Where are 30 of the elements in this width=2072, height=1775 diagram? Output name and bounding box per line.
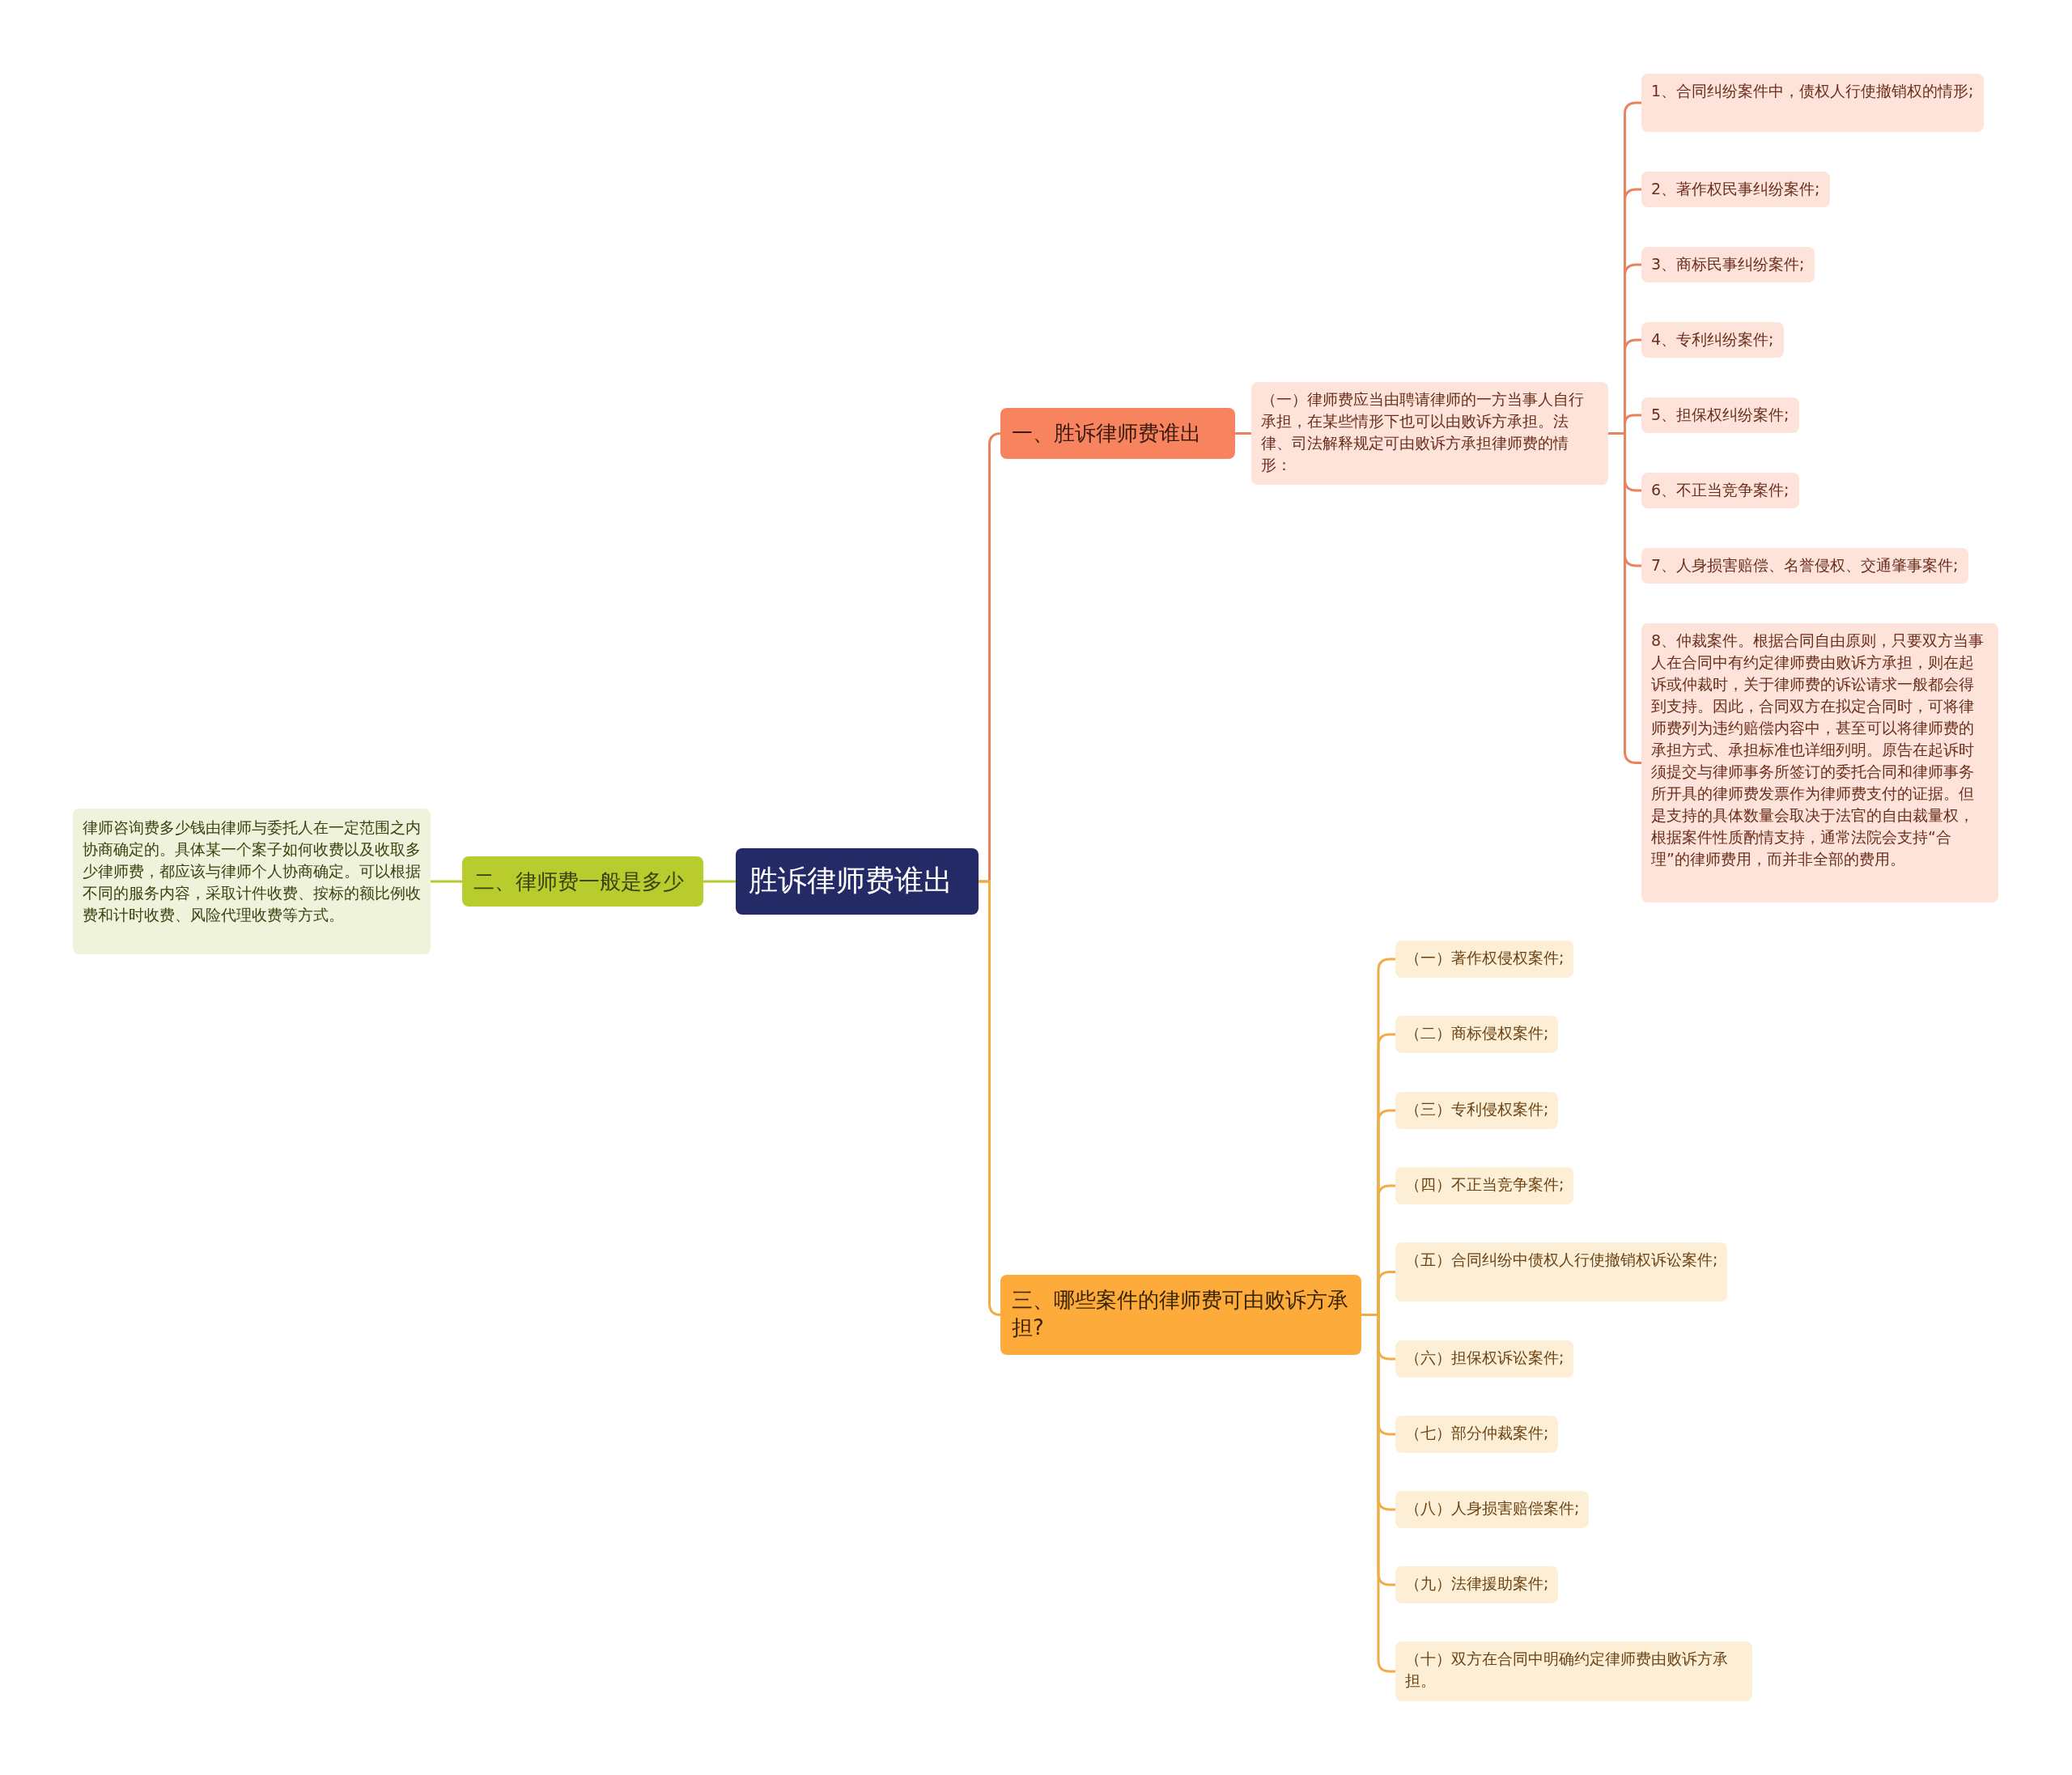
branch-topic: 一、胜诉律师费谁出 [1000, 408, 1235, 459]
subtopic-box: （六）担保权诉讼案件; [1395, 1340, 1574, 1378]
central-topic: 胜诉律师费谁出 [736, 848, 979, 915]
connector-line [1361, 1314, 1395, 1673]
subtopic-box: 6、不正当竞争案件; [1641, 473, 1799, 508]
subtopic-box: （十）双方在合同中明确约定律师费由败诉方承担。 [1395, 1641, 1752, 1701]
subtopic-box: （七）部分仲裁案件; [1395, 1416, 1559, 1453]
subtopic-box: （一）律师费应当由聘请律师的一方当事人自行承担，在某些情形下也可以由败诉方承担。法律、司法解释规定可由败诉方承担律师费的情形： [1251, 382, 1608, 485]
branch-topic: 三、哪些案件的律师费可由败诉方承担? [1000, 1275, 1361, 1355]
subtopic-box: 3、商标民事纠纷案件; [1641, 247, 1815, 282]
subtopic-box: 4、专利纠纷案件; [1641, 322, 1784, 358]
subtopic-box: 7、人身损害赔偿、名誉侵权、交通肇事案件; [1641, 548, 1968, 584]
connector-line [979, 880, 1002, 1316]
connector-line [1235, 432, 1251, 435]
connector-line [431, 880, 462, 883]
subtopic-box: 2、著作权民事纠纷案件; [1641, 172, 1830, 207]
subtopic-box: 1、合同纠纷案件中，债权人行使撤销权的情形; [1641, 74, 1984, 132]
subtopic-box: （三）专利侵权案件; [1395, 1092, 1559, 1129]
connector-line [703, 880, 736, 883]
subtopic-box: （一）著作权侵权案件; [1395, 941, 1574, 978]
subtopic-box: 8、仲裁案件。根据合同自由原则，只要双方当事人在合同中有约定律师费由败诉方承担，则在起诉或仲裁时，关于律师费的诉讼请求一般都会得到支持。因此，合同双方在拟定合同时，可将律师费列为违约赔偿内容中，甚至可以将律师费的承担方式、承担标准也详细列明。原告在起诉时须提交与律师事务所签订的委托合同和律师事务所开具的律师费发票作为律师费支付的证据。但是支持的具体数量会取决于法官的自由裁量权，根据案件性质酌情支持，通常法院会支持“合理”的律师费用，而并非全部的费用。 [1641, 623, 1998, 902]
subtopic-box: （八）人身损害赔偿案件; [1395, 1491, 1590, 1528]
note-box: 律师咨询费多少钱由律师与委托人在一定范围之内协商确定的。具体某一个案子如何收费以及收取多少律师费，都应该与律师个人协商确定。可以根据不同的服务内容，采取计件收费、按标的额比例收费和计时收费、风险代理收费等方式。 [73, 809, 431, 954]
connector-line [1608, 432, 1641, 764]
subtopic-box: （五）合同纠纷中债权人行使撤销权诉讼案件; [1395, 1242, 1728, 1302]
branch-topic: 二、律师费一般是多少 [462, 856, 703, 907]
subtopic-box: （九）法律援助案件; [1395, 1566, 1559, 1603]
subtopic-box: （四）不正当竞争案件; [1395, 1167, 1574, 1204]
subtopic-box: 5、担保权纠纷案件; [1641, 397, 1799, 433]
subtopic-box: （二）商标侵权案件; [1395, 1016, 1559, 1053]
